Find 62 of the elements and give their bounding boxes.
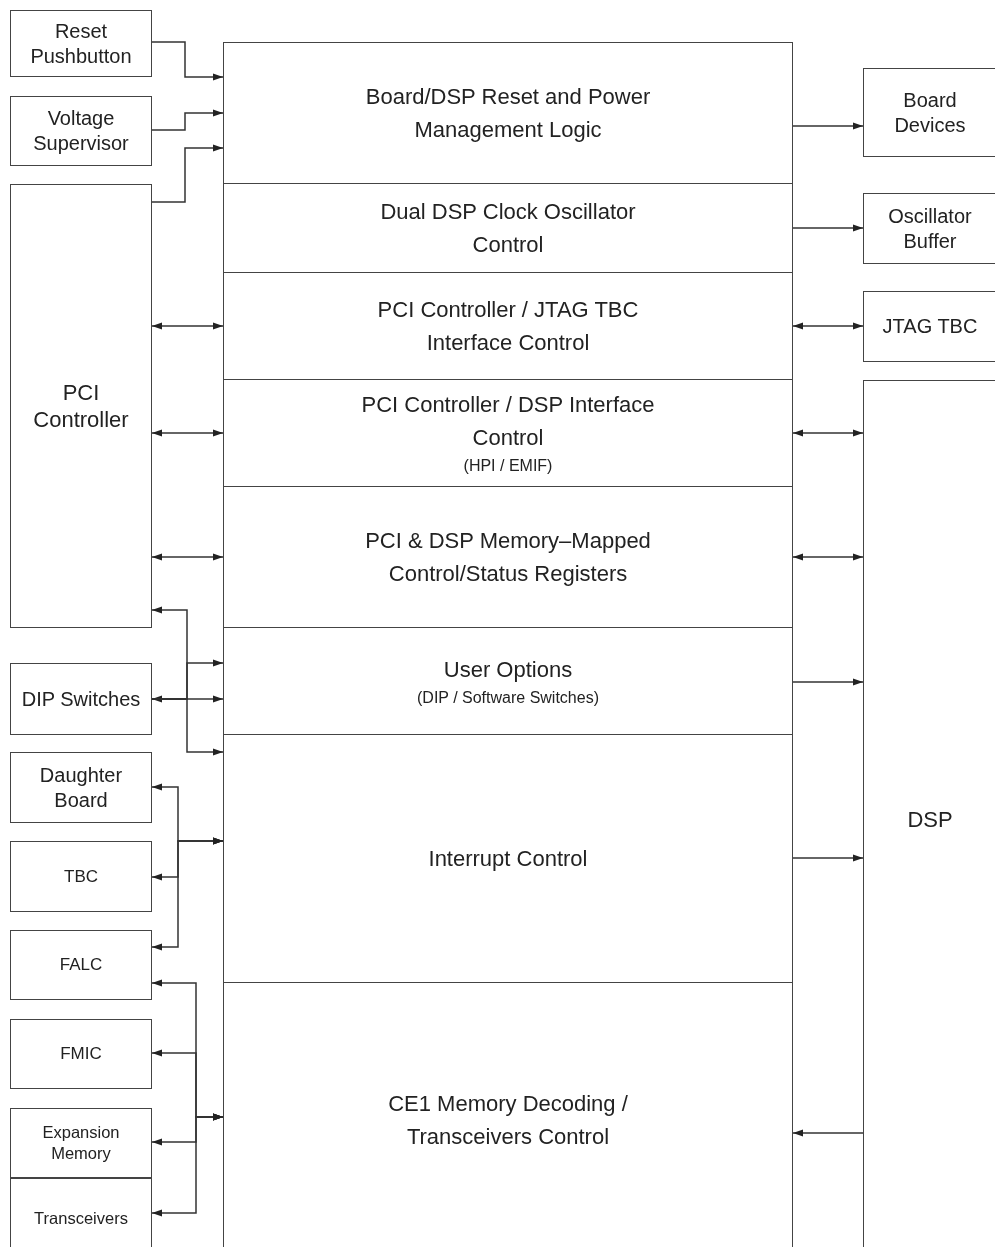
block-box xyxy=(10,1019,152,1089)
connector-arrow xyxy=(151,429,224,437)
block-box xyxy=(863,291,995,362)
block-box xyxy=(863,68,995,157)
block-label: PCI Controller xyxy=(32,378,130,434)
block-label: FALC xyxy=(59,954,103,976)
block-label: Board Devices xyxy=(893,87,967,138)
block-label: DIP Switches xyxy=(21,686,141,712)
block-label: Transceivers xyxy=(34,1207,128,1229)
connector-arrow xyxy=(792,553,864,561)
block-label: PCI Controller / DSP Interface Control xyxy=(360,391,656,452)
block-label: PCI & DSP Memory–Mapped Control/Status Registers xyxy=(364,527,652,588)
block-box xyxy=(10,1178,152,1247)
block-box xyxy=(223,42,793,184)
block-label: TBC xyxy=(64,865,98,888)
block-sublabel: (HPI / EMIF) xyxy=(463,456,553,476)
connector-arrow xyxy=(151,144,224,203)
block-label: CE1 Memory Decoding / Transceivers Control xyxy=(387,1089,629,1151)
connector-arrow xyxy=(151,698,224,756)
block-label: JTAG TBC xyxy=(882,314,978,339)
block-box xyxy=(10,10,152,77)
block-box xyxy=(10,663,152,735)
connector-arrow xyxy=(151,322,224,330)
block-box xyxy=(223,982,793,1247)
block-box xyxy=(10,184,152,628)
block-box xyxy=(223,627,793,735)
connector-arrow xyxy=(151,41,224,81)
block-label: Oscillator Buffer xyxy=(887,203,973,254)
block-label: Reset Pushbutton xyxy=(29,18,133,69)
connector-arrow xyxy=(792,122,864,130)
block-box xyxy=(223,183,793,273)
connector-arrow xyxy=(792,322,864,330)
connector-arrow xyxy=(792,429,864,437)
block-box xyxy=(223,734,793,983)
block-box xyxy=(10,96,152,166)
connector-arrow xyxy=(792,1129,864,1137)
block-label: User Options xyxy=(443,655,573,684)
block-label: DSP xyxy=(907,806,953,834)
block-box xyxy=(863,380,995,1247)
connector-arrow xyxy=(792,224,864,232)
block-box xyxy=(863,193,995,264)
block-box xyxy=(10,752,152,823)
block-sublabel: (DIP / Software Switches) xyxy=(417,687,599,708)
block-label: Expansion Memory xyxy=(41,1122,121,1164)
block-box xyxy=(223,379,793,487)
block-label: Dual DSP Clock Oscillator Control xyxy=(379,198,637,259)
block-box xyxy=(10,930,152,1000)
block-label: FMIC xyxy=(60,1043,102,1065)
block-box xyxy=(223,486,793,628)
block-label: Interrupt Control xyxy=(428,845,588,873)
block-box xyxy=(223,272,793,380)
connector-arrow xyxy=(792,854,864,862)
block-label: Board/DSP Reset and Power Management Logic xyxy=(364,83,652,144)
connector-arrow xyxy=(151,553,224,561)
block-label: PCI Controller / JTAG TBC Interface Control xyxy=(376,296,640,357)
connector-arrow xyxy=(151,109,224,131)
block-box xyxy=(10,841,152,912)
connector-arrow xyxy=(151,837,224,951)
connector-arrow xyxy=(792,678,864,686)
block-box xyxy=(10,1108,152,1178)
block-label: Daughter Board xyxy=(38,762,124,813)
block-label: Voltage Supervisor xyxy=(32,106,130,156)
